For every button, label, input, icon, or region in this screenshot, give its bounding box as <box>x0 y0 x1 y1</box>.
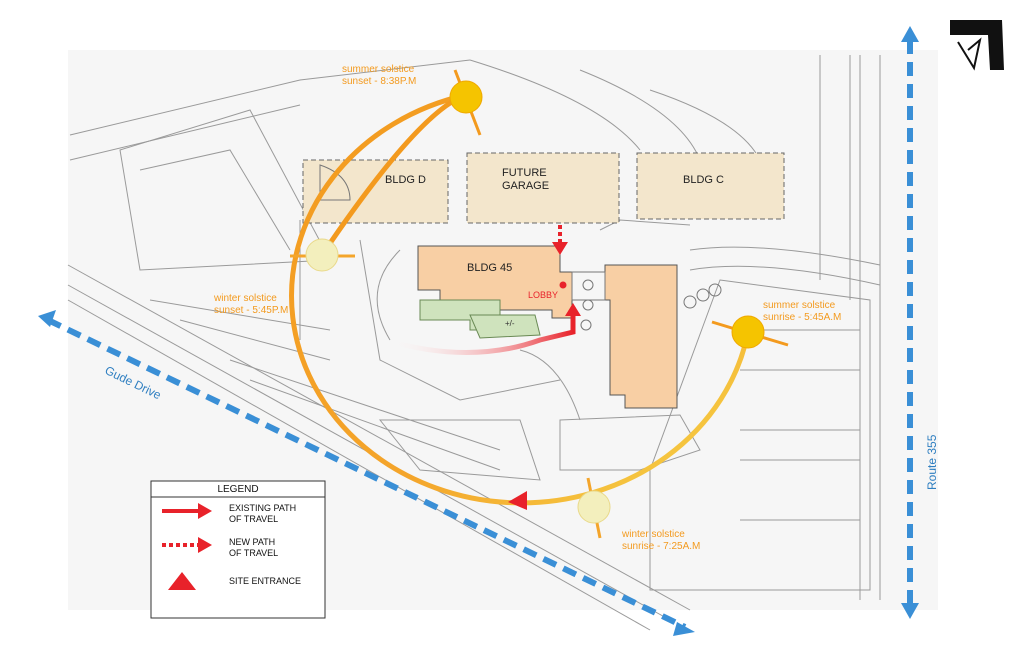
existing-path-arrowhead <box>552 242 568 255</box>
roads <box>38 26 919 636</box>
route-355-arrow-north <box>901 26 919 42</box>
east-building-footprint <box>604 264 678 409</box>
trees <box>580 279 722 331</box>
bldg-c-footprint <box>636 152 785 220</box>
north-arrow-icon <box>950 20 1004 71</box>
future-garage-footprint <box>466 152 620 224</box>
site-entrance-marker <box>508 491 527 510</box>
legend-new-arrow-icon <box>162 537 212 553</box>
bldg-c-label: BLDG C <box>683 174 724 186</box>
legend-existing-arrow-icon <box>162 503 212 519</box>
winter-sunset-sun-icon <box>290 238 355 272</box>
bldg-d-footprint <box>302 159 449 224</box>
summer-sunset-label-2: sunset - 8:38P.M <box>342 76 416 87</box>
legend-box <box>150 480 326 619</box>
future-garage-label-2: GARAGE <box>502 180 549 192</box>
legend-site-entrance-icon <box>168 572 196 590</box>
sun-path-arc <box>289 92 751 506</box>
summer-sunrise-label-2: sunrise - 5:45A.M <box>763 312 841 323</box>
legend-site-entrance-label: SITE ENTRANCE <box>229 576 301 586</box>
paths-of-travel <box>384 225 581 510</box>
winter-sunrise-label-1: winter solstice <box>621 529 685 540</box>
winter-sunset-label-2: sunset - 5:45P.M <box>214 305 288 316</box>
summer-sunset-label-1: summer solstice <box>342 64 415 75</box>
garden-plaza <box>469 314 541 339</box>
new-path-of-travel <box>384 315 576 355</box>
legend-existing-label-2: OF TRAVEL <box>229 514 278 524</box>
bldg-45-label: BLDG 45 <box>467 262 512 274</box>
new-path-arrowhead <box>565 303 581 316</box>
legend-title: LEGEND <box>217 484 258 495</box>
future-garage-label-1: FUTURE <box>502 167 547 179</box>
bldg-d-label: BLDG D <box>385 174 426 186</box>
legend-existing-label-1: EXISTING PATH <box>229 503 296 513</box>
winter-sunrise-label-2: sunrise - 7:25A.M <box>622 541 700 552</box>
lobby-label: LOBBY <box>528 290 558 300</box>
route-355-arrow-south <box>901 603 919 619</box>
winter-sunrise-sun-icon <box>577 477 611 539</box>
legend-new-label-1: NEW PATH <box>229 537 275 547</box>
route-355-label: Route 355 <box>925 434 939 490</box>
winter-sunset-label-1: winter solstice <box>213 293 277 304</box>
lobby-marker <box>559 281 567 289</box>
gude-drive-arrow-west <box>38 310 56 327</box>
summer-sunrise-label-1: summer solstice <box>763 300 836 311</box>
plus-minus-label: +/- <box>505 319 515 328</box>
summer-sunset-sun-icon <box>449 69 483 136</box>
future-buildings <box>302 152 785 224</box>
gude-drive-arrow-east <box>673 622 695 636</box>
bldg-d-detail <box>319 164 351 201</box>
gude-drive-line <box>46 317 687 630</box>
connector <box>571 271 606 301</box>
summer-sunrise-sun-icon <box>711 315 789 349</box>
sun-markers <box>290 69 789 539</box>
legend: LEGEND EXISTING PATH OF TRAVEL NEW PATH … <box>150 480 326 619</box>
existing-buildings <box>417 245 678 409</box>
legend-new-label-2: OF TRAVEL <box>229 548 278 558</box>
